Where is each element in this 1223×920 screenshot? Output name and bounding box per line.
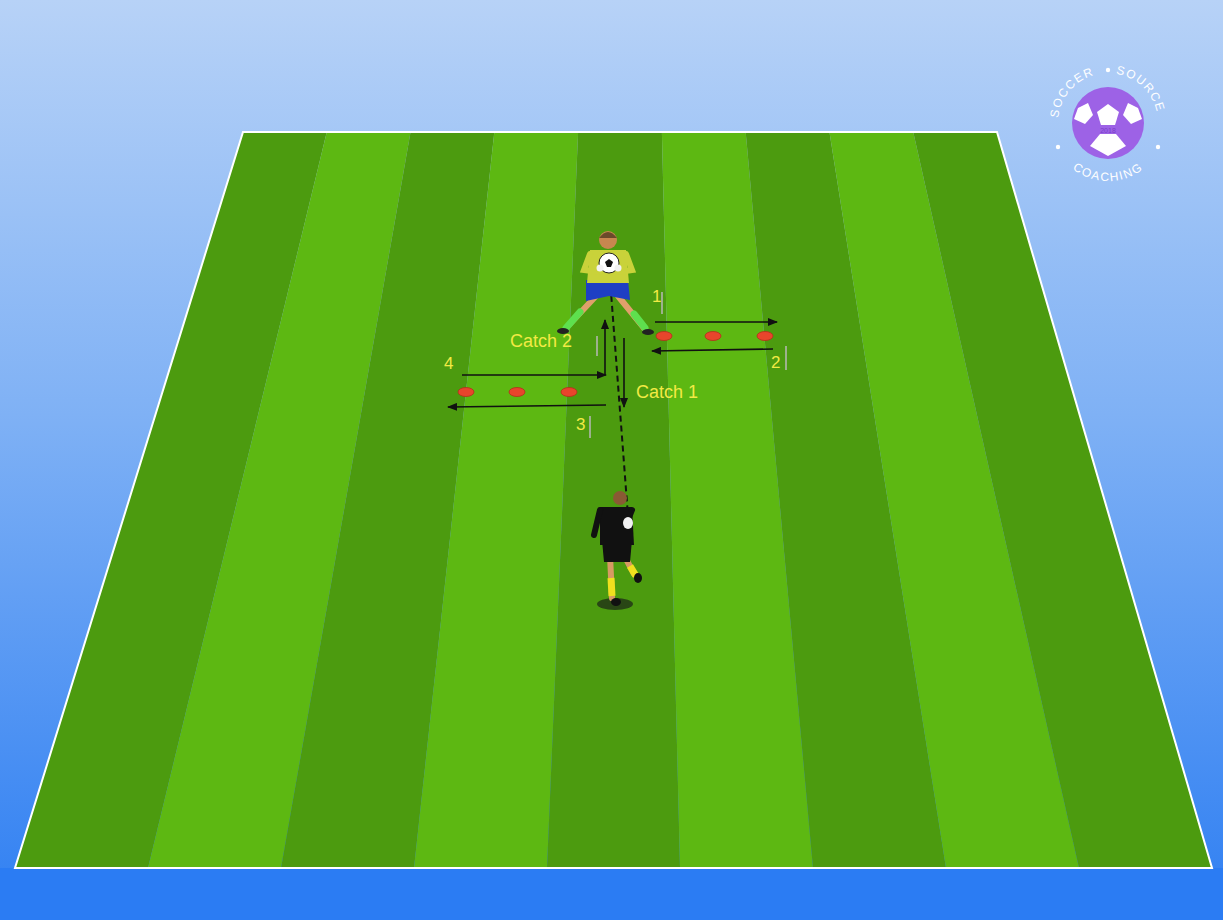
logo: SOCCER SOURCE COACHING 2018 [1047, 63, 1168, 184]
coach-sock [630, 566, 636, 576]
pitch-stripes [15, 132, 1212, 868]
catch-2-arrow [604, 320, 606, 375]
cone [705, 332, 721, 341]
logo-text: SOURCE [1115, 63, 1168, 114]
arrow-1 [655, 321, 777, 323]
tick [661, 292, 663, 314]
tick [785, 346, 787, 370]
cone [509, 388, 525, 397]
coach-boot [634, 573, 642, 583]
gk-glove [597, 265, 604, 272]
bottom-band [0, 868, 1223, 920]
cone [656, 332, 672, 341]
coach-sock [611, 578, 612, 596]
ticks [590, 292, 786, 438]
cone [757, 332, 773, 341]
callout-number: 1 [652, 288, 661, 305]
gk-head [599, 231, 617, 249]
pitch-outline [15, 132, 1212, 868]
coach [594, 491, 642, 610]
pitch-stripe [913, 132, 1212, 868]
callout-number: 2 [771, 354, 780, 371]
ball-patch [605, 259, 613, 267]
logo-dot [1106, 68, 1110, 72]
coach-boot [611, 598, 621, 606]
ball-patch [1097, 104, 1119, 125]
action-label: Catch 2 [510, 332, 572, 350]
cone [458, 388, 474, 397]
cone [561, 388, 577, 397]
gk-shorts [586, 280, 630, 301]
gk-hair [599, 232, 617, 238]
coach-shirt [600, 507, 634, 545]
coach-head [613, 491, 627, 505]
gk-boot [642, 329, 654, 335]
gk-sock [634, 314, 645, 328]
arrow-4 [462, 374, 606, 376]
gk-shirt [587, 250, 629, 283]
coach-shadow [597, 598, 633, 610]
arrow-2 [652, 349, 773, 351]
gk-sock [566, 312, 580, 328]
callout-number: 4 [444, 355, 453, 372]
tick [589, 416, 591, 438]
logo-dot [1056, 145, 1060, 149]
ball-patch [1123, 103, 1142, 124]
gk-leg [566, 296, 596, 328]
tick [596, 336, 598, 356]
logo-ball [1072, 87, 1144, 159]
logo-year: 2018 [1100, 127, 1116, 134]
catch-1-arrow [623, 338, 625, 407]
logo-word: SOCCER [1047, 64, 1096, 119]
logo-text: SOCCER [1047, 64, 1096, 119]
coach-glove [623, 517, 633, 529]
goalkeeper [557, 231, 654, 335]
gk-glove [615, 265, 622, 272]
logo-text: COACHING [1071, 160, 1146, 184]
logo-dot [1156, 145, 1160, 149]
ball-patch [1074, 103, 1093, 124]
movement-arrows [448, 266, 777, 516]
arrow-3 [448, 405, 606, 407]
logo-word: COACHING [1071, 160, 1146, 184]
ball-patch [1090, 134, 1126, 156]
pitch-stripe [547, 132, 680, 868]
action-label: Catch 1 [636, 383, 698, 401]
gk-leg [618, 296, 644, 328]
logo-word: SOURCE [1115, 63, 1168, 114]
callout-number: 3 [576, 416, 585, 433]
coach-arm [594, 510, 600, 535]
